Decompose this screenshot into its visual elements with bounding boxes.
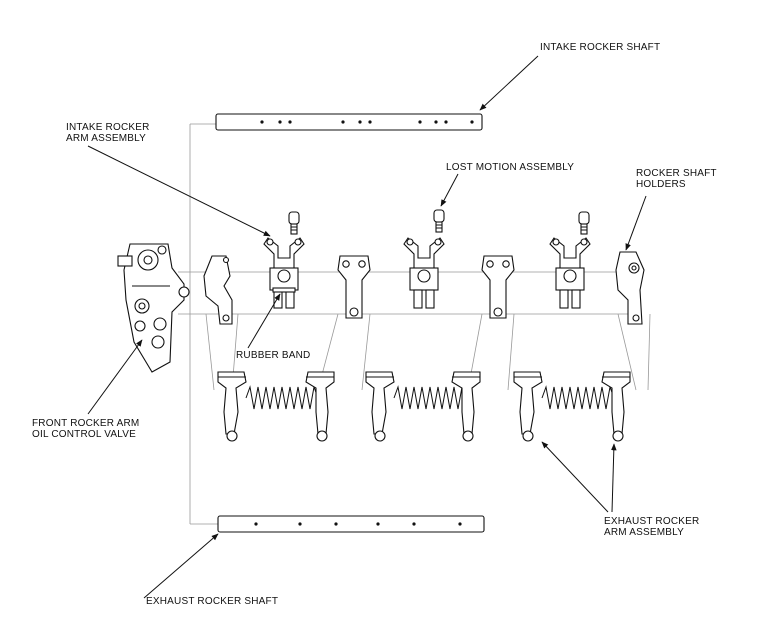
leader-lines (87, 55, 647, 599)
label-intake-rocker-arm-line-2: ARM ASSEMBLY (66, 133, 147, 144)
label-exhaust-rocker-arm-assembly: EXHAUST ROCKER ARM ASSEMBLY (604, 516, 699, 538)
rocker-shaft-holder-3 (481, 255, 515, 319)
intake-rocker-arm-2 (403, 237, 445, 309)
rubber-band (272, 287, 296, 293)
exhaust-rocker-arm-1 (217, 371, 335, 442)
exhaust-rocker-shaft (217, 515, 485, 533)
label-rubber-band: RUBBER BAND (236, 350, 311, 361)
rocker-shaft-holder-4 (615, 251, 645, 325)
exhaust-rocker-arm-3 (513, 371, 631, 442)
rocker-shaft-holder-2 (337, 255, 371, 319)
label-front-oil-control-valve-line-2: OIL CONTROL VALVE (32, 429, 136, 440)
intake-rocker-shaft (215, 113, 483, 131)
label-exhaust-rocker-shaft: EXHAUST ROCKER SHAFT (146, 596, 279, 607)
label-exhaust-rocker-arm-line-2: ARM ASSEMBLY (604, 527, 685, 538)
label-intake-rocker-arm-assembly: INTAKE ROCKER ARM ASSEMBLY (66, 122, 150, 144)
guide-lines (178, 123, 651, 525)
label-rocker-shaft-holders: ROCKER SHAFT HOLDERS (636, 168, 717, 190)
lost-motion-assembly-1 (288, 211, 300, 235)
label-rocker-shaft-holders-line-1: ROCKER SHAFT (636, 168, 717, 179)
exhaust-rocker-arm-2 (365, 371, 481, 442)
lost-motion-assembly-3 (578, 211, 590, 235)
rocker-shaft-holder-1 (203, 255, 233, 325)
lost-motion-assembly-2 (433, 209, 445, 233)
intake-rocker-arm-3 (549, 237, 591, 309)
front-oil-control-valve (117, 243, 190, 373)
label-front-oil-control-valve-line-1: FRONT ROCKER ARM (32, 418, 140, 429)
label-rocker-shaft-holders-line-2: HOLDERS (636, 179, 686, 190)
label-front-oil-control-valve: FRONT ROCKER ARM OIL CONTROL VALVE (32, 418, 139, 440)
label-exhaust-rocker-arm-line-1: EXHAUST ROCKER (604, 516, 700, 527)
label-lost-motion-assembly: LOST MOTION ASSEMBLY (446, 162, 575, 173)
label-intake-rocker-shaft: INTAKE ROCKER SHAFT (540, 42, 661, 53)
intake-rocker-arm-1 (263, 237, 305, 309)
label-intake-rocker-arm-line-1: INTAKE ROCKER (66, 122, 150, 133)
